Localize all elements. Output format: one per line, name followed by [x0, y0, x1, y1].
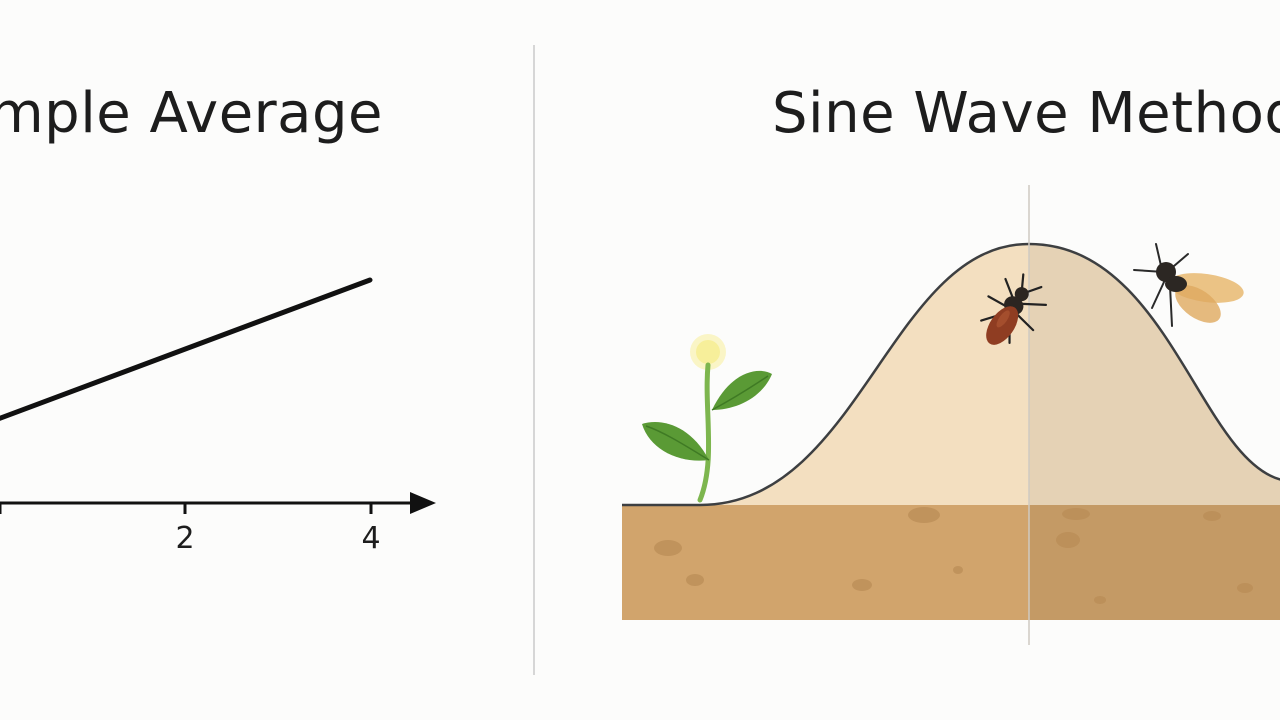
- average-line: [0, 277, 373, 421]
- sprout-icon: [642, 334, 772, 503]
- hill-fill: [622, 244, 1280, 505]
- soil-layer-shade: [1029, 505, 1280, 620]
- soil-layer: [622, 505, 1280, 620]
- tick-label-0: 0: [0, 521, 2, 556]
- tick-label-4: 4: [361, 521, 380, 556]
- simple-average-title: Simple Average: [0, 81, 383, 146]
- hill-shade: [1029, 244, 1280, 505]
- sine-wave-method-title: Sine Wave Method: [772, 81, 1280, 146]
- tick-label-2: 2: [175, 521, 194, 556]
- sine-wave-illustration: [622, 185, 1280, 645]
- beetle-icon: [980, 273, 1048, 345]
- winged-insect-icon: [1133, 243, 1244, 327]
- sine-curve: [622, 242, 1280, 507]
- soil-specks: [654, 507, 1253, 604]
- x-axis-arrowhead: [410, 492, 436, 514]
- simple-average-plot: 0 2 4: [0, 277, 436, 556]
